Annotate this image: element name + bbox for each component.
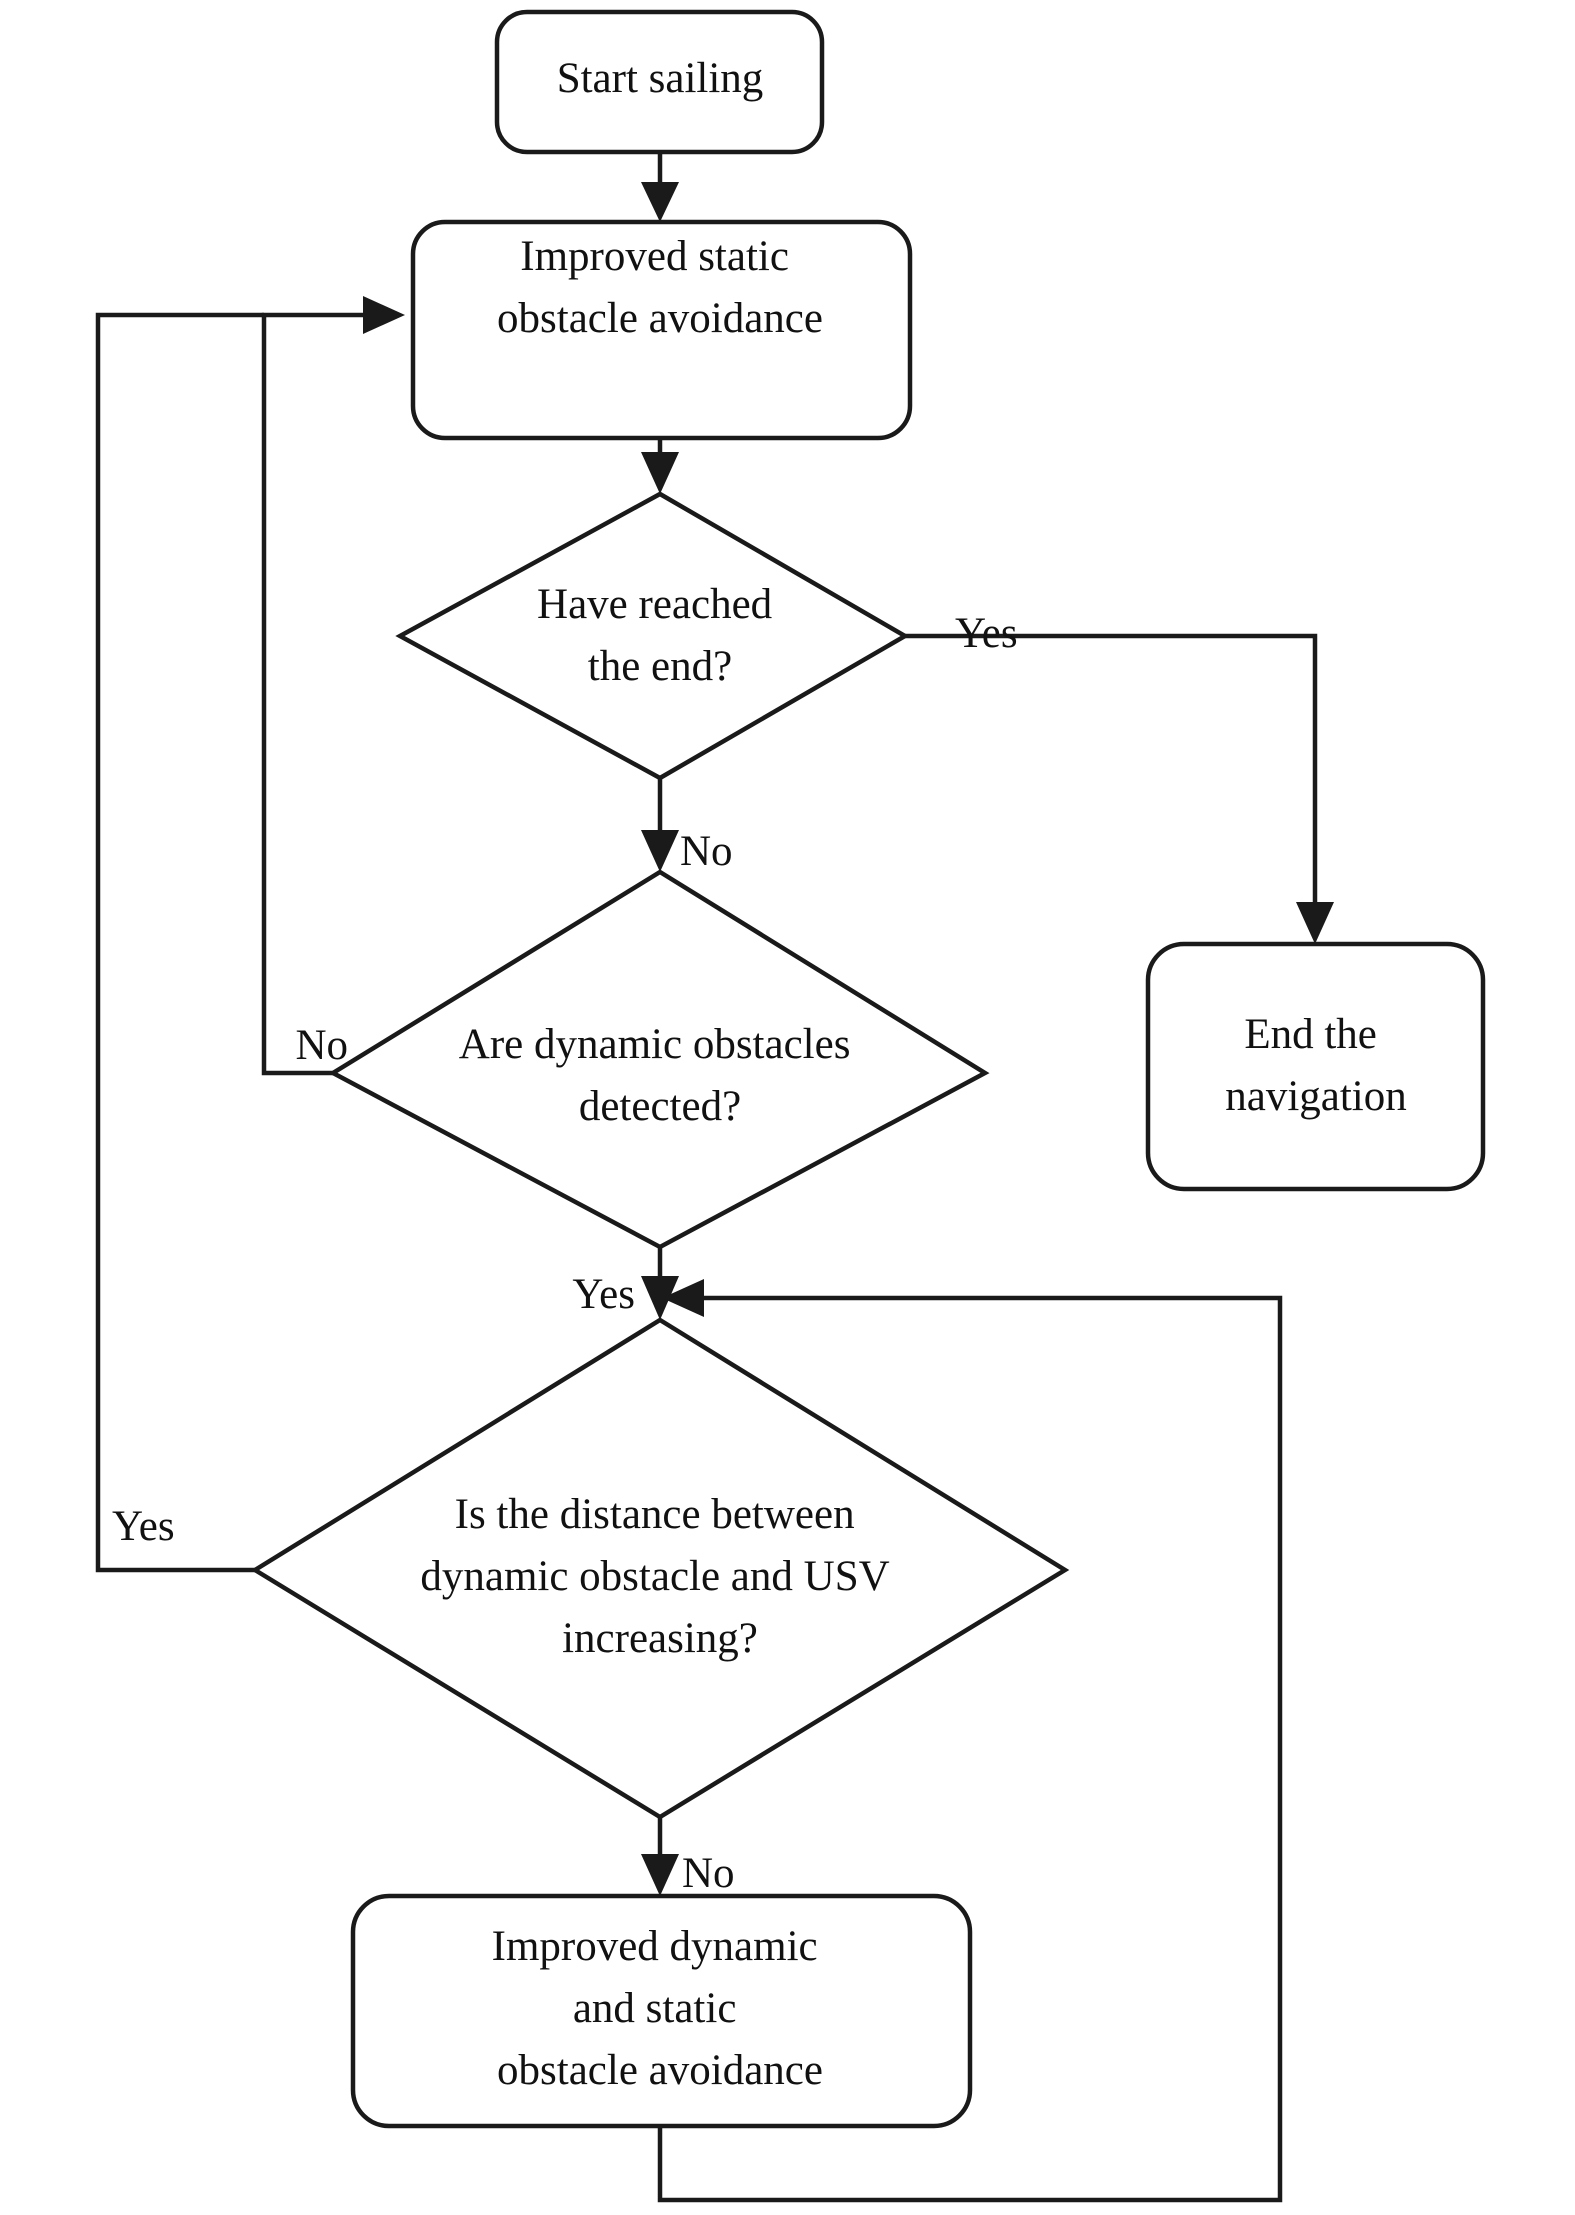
edge-label-reached-end-yes: Yes: [955, 610, 1018, 657]
node-start-sailing-label: Start sailing: [557, 55, 764, 102]
edge-label-distance-increasing-yes: Yes: [112, 1503, 175, 1550]
edge-start-to-static-avoid: [641, 152, 679, 222]
node-start-sailing[interactable]: [494, 9, 825, 155]
edge-label-dynamic-detected-no: No: [295, 1022, 348, 1069]
edge-distance-increasing-yes-to-static-avoid: [95, 312, 264, 1573]
node-improved-dynamic-and-static-obstacle-avoidance[interactable]: [350, 1893, 973, 2129]
edge-static-avoid-to-reached-end: [641, 438, 679, 494]
edge-distance-increasing-no-to-dyn-static-avoid: [641, 1817, 679, 1896]
edge-dyn-static-avoid-to-distance-increasing: [657, 1279, 1283, 2203]
edge-label-distance-increasing-no: No: [682, 1850, 735, 1897]
edge-dynamic-detected-yes-to-distance-increasing: [641, 1247, 679, 1320]
node-end-the-navigation[interactable]: [1145, 941, 1486, 1192]
edge-label-reached-end-no: No: [680, 828, 733, 875]
node-have-reached-the-end[interactable]: [395, 491, 910, 781]
node-are-dynamic-obstacles-detected-label: Are dynamic obstacles detected?: [459, 1021, 861, 1130]
edge-label-dynamic-detected-yes: Yes: [572, 1271, 635, 1318]
node-are-dynamic-obstacles-detected[interactable]: [328, 869, 990, 1250]
node-improved-static-obstacle-avoidance[interactable]: [410, 219, 913, 441]
node-improved-dynamic-and-static-obstacle-avoidance-label: Improved dynamic and static obstacle avo…: [492, 1923, 829, 2094]
node-is-distance-increasing[interactable]: [250, 1317, 1070, 1820]
edge-dynamic-detected-no-to-static-avoid: [261, 296, 405, 1076]
node-have-reached-the-end-label: Have reached the end?: [537, 581, 783, 690]
node-improved-static-obstacle-avoidance-label: Improved static obstacle avoidance: [497, 233, 823, 342]
edge-reached-end-yes-to-end-nav: [905, 633, 1334, 944]
node-end-the-navigation-label: End the navigation: [1225, 1011, 1407, 1120]
edge-reached-end-no-to-dynamic-detected: [641, 778, 679, 872]
node-is-distance-increasing-label: Is the distance between dynamic obstacle…: [420, 1491, 899, 1662]
